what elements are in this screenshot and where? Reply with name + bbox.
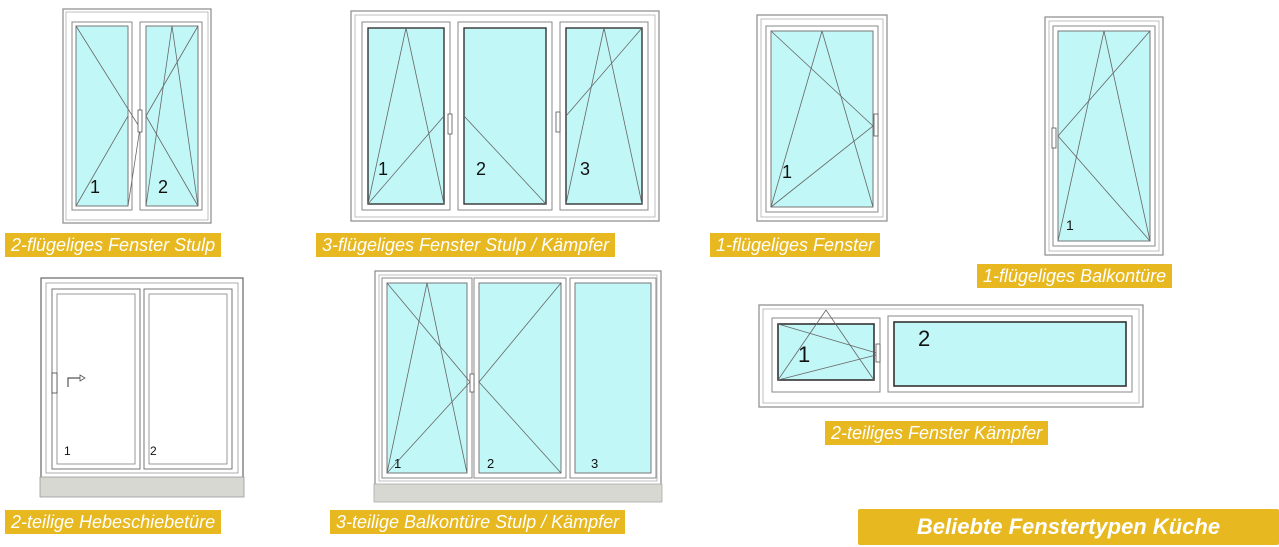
window-handle-icon xyxy=(875,343,881,363)
window-handle-icon xyxy=(137,109,143,133)
balcony-door-3-part-drawing: 1 2 3 xyxy=(373,270,663,503)
window-handle-icon xyxy=(469,373,475,393)
window-3-sash-stulp: 1 2 3 xyxy=(350,10,660,222)
sash-number: 2 xyxy=(476,159,486,179)
sash-number: 3 xyxy=(591,456,598,471)
window-2-sash-stulp: 1 2 xyxy=(62,8,212,224)
window-1-sash-drawing: 1 xyxy=(756,14,888,222)
caption-2-part-kaempfer: 2-teiliges Fenster Kämpfer xyxy=(825,421,1049,445)
slide-arrow-icon xyxy=(67,374,86,387)
sash-number: 2 xyxy=(918,326,930,351)
window-1-sash: 1 xyxy=(756,14,888,222)
sash-number: 1 xyxy=(782,162,792,182)
sash-number: 1 xyxy=(378,159,388,179)
sash-number: 1 xyxy=(1066,217,1074,233)
balcony-door-3-part: 1 2 3 xyxy=(373,270,663,503)
headline: Beliebte Fenstertypen Küche xyxy=(858,509,1279,545)
caption-1-sash: 1-flügeliges Fenster xyxy=(710,233,881,257)
window-handle-icon xyxy=(1051,127,1057,149)
balcony-door-1-sash: 1 xyxy=(1044,16,1164,256)
sash-number: 1 xyxy=(90,177,100,197)
sash-number: 2 xyxy=(158,177,168,197)
caption-3-sash-stulp: 3-flügeliges Fenster Stulp / Kämpfer xyxy=(316,233,616,257)
window-2-sash-stulp-drawing: 1 2 xyxy=(62,8,212,224)
sash-number: 1 xyxy=(64,444,71,458)
caption-2-sash-stulp: 2-flügeliges Fenster Stulp xyxy=(5,233,222,257)
balcony-door-1-sash-drawing: 1 xyxy=(1044,16,1164,256)
caption-balcony-door-3-part: 3-teilige Balkontüre Stulp / Kämpfer xyxy=(330,510,626,534)
caption-lift-slide-door: 2-teilige Hebeschiebetüre xyxy=(5,510,222,534)
window-3-sash-stulp-drawing: 1 2 3 xyxy=(350,10,660,222)
lift-slide-door-drawing: 1 2 xyxy=(39,277,245,498)
sash-number: 2 xyxy=(487,456,494,471)
window-handle-icon xyxy=(51,372,58,394)
window-2-part-kaempfer: 1 2 xyxy=(758,304,1144,408)
window-2-part-kaempfer-drawing: 1 2 xyxy=(758,304,1144,408)
window-handle-icon xyxy=(873,113,879,137)
sash-number: 2 xyxy=(150,444,157,458)
lift-slide-door-2-part: 1 2 xyxy=(39,277,245,498)
sash-number: 1 xyxy=(394,456,401,471)
window-handle-icon xyxy=(447,111,561,135)
sash-number: 3 xyxy=(580,159,590,179)
caption-balcony-door-1-sash: 1-flügeliges Balkontüre xyxy=(977,264,1173,288)
sash-number: 1 xyxy=(798,342,810,367)
